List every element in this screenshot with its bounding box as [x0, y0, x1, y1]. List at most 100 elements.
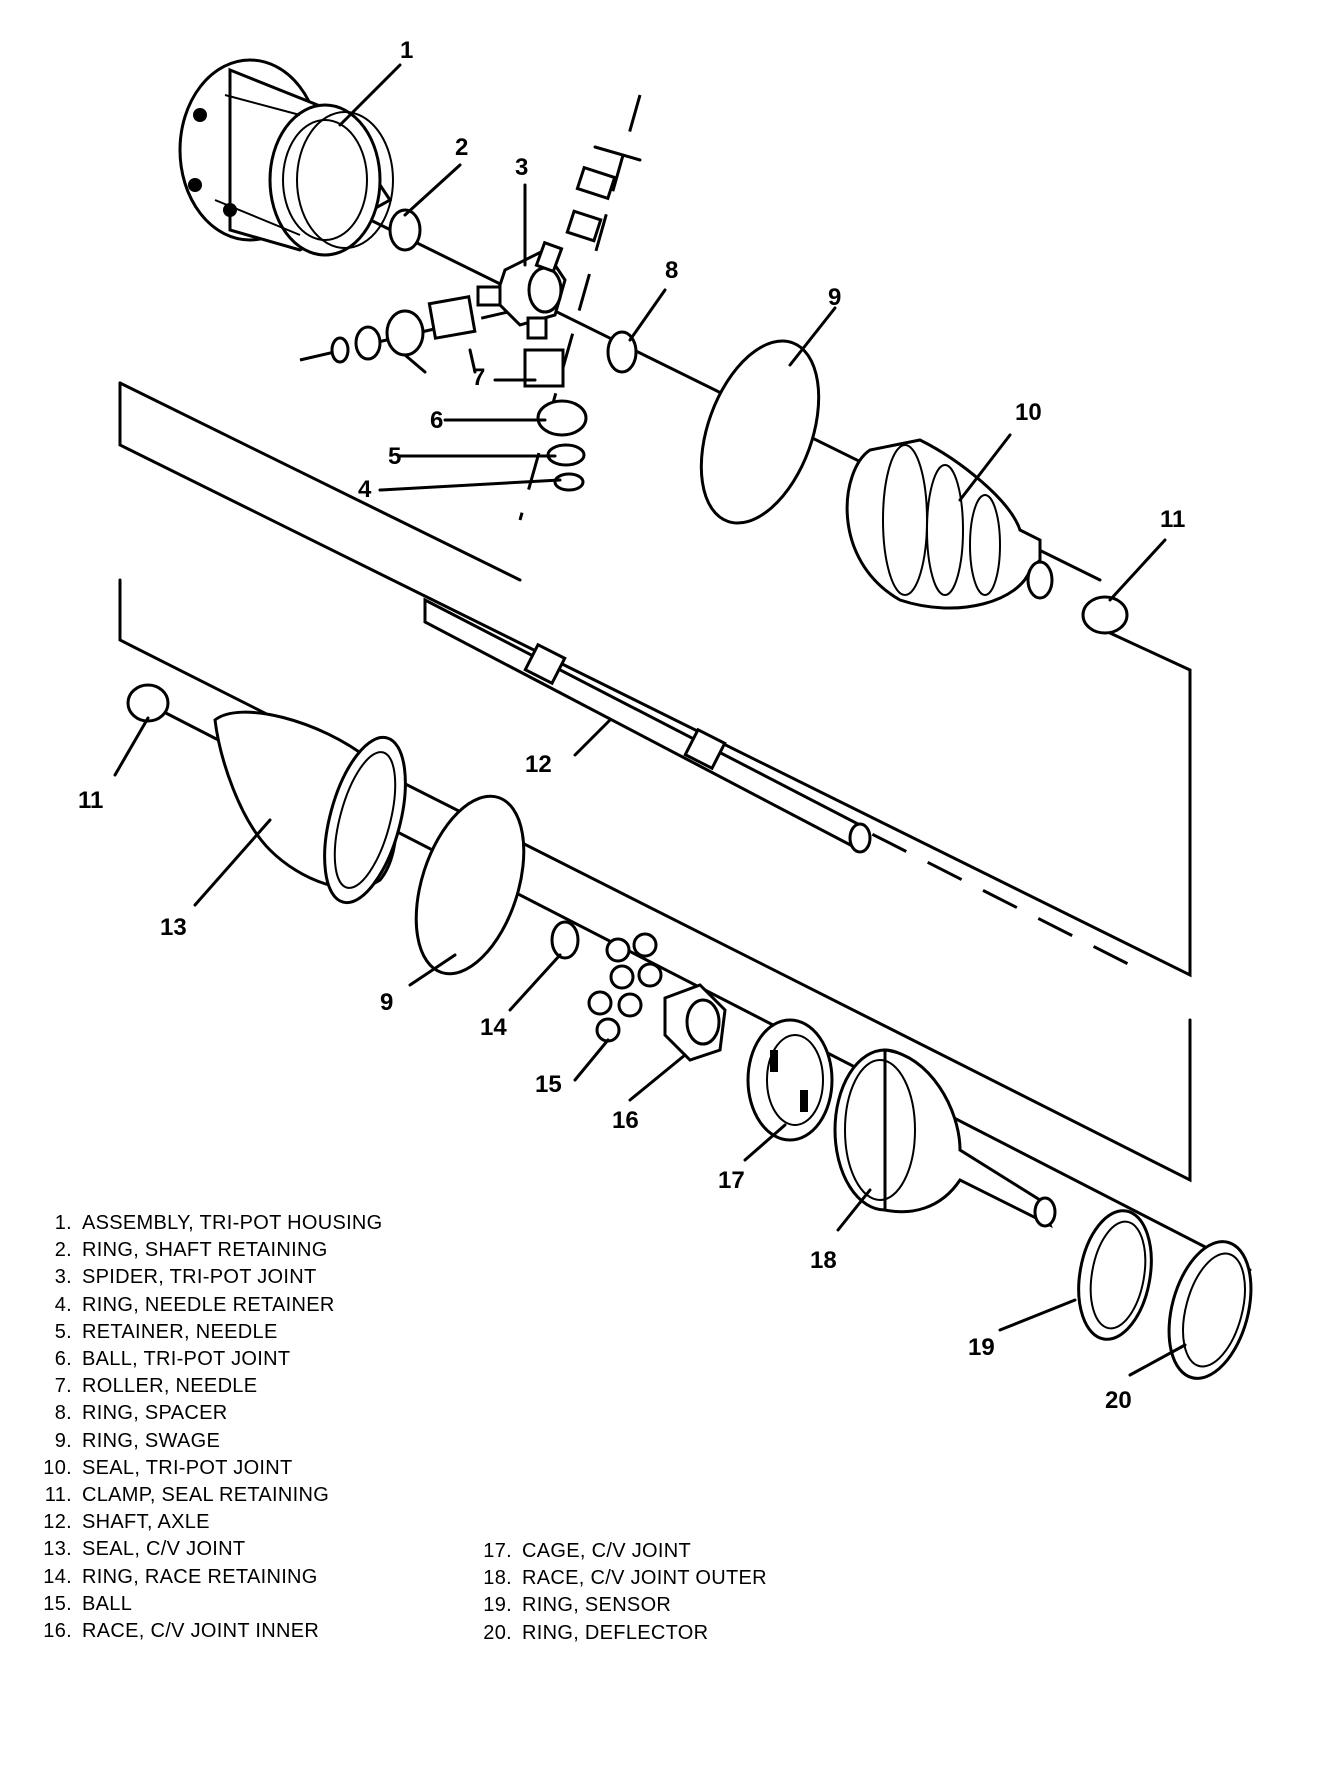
callout-2: 2	[455, 134, 468, 161]
legend-item: 12. SHAFT, AXLE	[36, 1509, 383, 1536]
legend-item-number: 12.	[43, 1511, 72, 1534]
tri-pot-ball-lower	[536, 399, 588, 437]
tri-pot-spider	[476, 240, 567, 340]
needle-retainer-top	[575, 165, 617, 201]
callout-18: 18	[810, 1247, 837, 1274]
callout-3: 3	[515, 154, 528, 181]
legend-item-number: 14.	[43, 1565, 72, 1588]
legend-item-number: 13.	[43, 1538, 72, 1561]
legend-item-label: RING, SPACER	[82, 1402, 228, 1425]
callout-13: 13	[160, 914, 187, 941]
legend-item-label: RETAINER, NEEDLE	[82, 1320, 278, 1343]
cv-inner-race	[663, 983, 727, 1062]
cv-joint-seal	[213, 710, 407, 905]
legend-item: 18. RACE, C/V JOINT OUTER	[476, 1565, 767, 1592]
legend-item-number: 16.	[43, 1620, 72, 1643]
callout-11-upper: 11	[1160, 506, 1185, 533]
tri-pot-seal	[845, 438, 1054, 610]
legend-item: 1. ASSEMBLY, TRI-POT HOUSING	[36, 1210, 383, 1237]
legend-item: 20. RING, DEFLECTOR	[476, 1620, 767, 1647]
legend-item-label: RING, SHAFT RETAINING	[82, 1239, 328, 1262]
legend-item-label: RACE, C/V JOINT INNER	[82, 1620, 320, 1643]
swage-ring-upper	[699, 339, 821, 525]
callout-4: 4	[358, 476, 372, 503]
legend-item-number: 20.	[483, 1621, 512, 1644]
callout-9-upper: 9	[828, 284, 841, 311]
legend-item-label: RACE, C/V JOINT OUTER	[522, 1567, 767, 1590]
legend-item-label: SEAL, TRI-POT JOINT	[82, 1456, 293, 1479]
legend-item: 2.RING, SHAFT RETAINING	[36, 1237, 383, 1264]
legend-item-label: RING, SENSOR	[522, 1594, 672, 1617]
legend-item-number: 17.	[483, 1540, 512, 1562]
cv-outer-race	[833, 1048, 1057, 1229]
swage-ring-lower	[414, 794, 526, 976]
callout-14: 14	[480, 1014, 507, 1041]
tri-pot-ball-left	[385, 309, 425, 357]
sensor-ring	[1077, 1209, 1153, 1341]
legend-item-label: RING, DEFLECTOR	[522, 1621, 709, 1644]
legend-item-number: 3.	[54, 1266, 72, 1289]
legend-item-label: RING, SWAGE	[82, 1429, 221, 1452]
callout-10: 10	[1015, 399, 1042, 426]
seal-clamp-lower	[126, 683, 170, 723]
callout-9-lower: 9	[380, 989, 393, 1016]
callout-15: 15	[535, 1071, 562, 1098]
callout-12: 12	[525, 751, 552, 778]
upper-panel-outline	[118, 381, 1192, 978]
lower-panel-outline	[118, 578, 1192, 1183]
legend-item: 10.SEAL, TRI-POT JOINT	[36, 1455, 383, 1482]
upper-panel-top	[118, 381, 522, 582]
legend-item-number: 19.	[483, 1594, 512, 1617]
legend-item-label: SPIDER, TRI-POT JOINT	[82, 1266, 317, 1289]
legend-item: 7. ROLLER, NEEDLE	[36, 1373, 383, 1400]
legend-item: 5. RETAINER, NEEDLE	[36, 1319, 383, 1346]
callout-6: 6	[430, 407, 443, 434]
legend-item: 9. RING, SWAGE	[36, 1428, 383, 1455]
callout-20: 20	[1105, 1387, 1132, 1414]
race-retaining-ring	[550, 920, 580, 960]
deflector-ring	[1167, 1240, 1253, 1380]
legend-item-number: 7.	[54, 1375, 72, 1398]
callout-16: 16	[612, 1107, 639, 1134]
legend-item-label: RING, RACE RETAINING	[82, 1565, 318, 1588]
needle-roller-lower	[523, 348, 565, 388]
legend-item-number: 4.	[54, 1293, 72, 1316]
legend-item: 15. BALL	[36, 1591, 383, 1618]
callout-7: 7	[472, 364, 485, 391]
legend-item-number: 1.	[54, 1212, 72, 1234]
legend-item-label: SHAFT, AXLE	[82, 1511, 210, 1534]
callout-5: 5	[388, 443, 401, 470]
balls	[587, 932, 663, 1043]
legend-item: 8. RING, SPACER	[36, 1400, 383, 1427]
legend-item-number: 15.	[43, 1592, 72, 1615]
legend-item-number: 18.	[483, 1567, 512, 1590]
needle-ring-lower	[553, 472, 585, 492]
legend-item-label: RING, NEEDLE RETAINER	[82, 1293, 335, 1316]
legend-item-label: BALL, TRI-POT JOINT	[82, 1348, 291, 1371]
tri-pot-housing	[178, 58, 394, 257]
legend-item: 6.BALL, TRI-POT JOINT	[36, 1346, 383, 1373]
callout-17: 17	[718, 1167, 745, 1194]
legend-item: 17.CAGE, C/V JOINT	[476, 1538, 767, 1565]
callout-1: 1	[400, 37, 413, 64]
legend-item-label: CLAMP, SEAL RETAINING	[82, 1484, 330, 1507]
callout-numbers: 1 2 3 4 5 6 7 8 9 10 11 11 12 13 9 14 15…	[78, 37, 1185, 1414]
legend-item: 13. SEAL, C/V JOINT	[36, 1536, 383, 1563]
legend-item: 19. RING, SENSOR	[476, 1592, 767, 1619]
needle-roller-top	[565, 209, 603, 243]
legend-item-label: SEAL, C/V JOINT	[82, 1538, 246, 1561]
legend-item-label: ASSEMBLY, TRI-POT HOUSING	[82, 1212, 383, 1234]
legend-item-label: ROLLER, NEEDLE	[82, 1375, 258, 1398]
legend-item: 16. RACE, C/V JOINT INNER	[36, 1618, 383, 1645]
legend-item-number: 8.	[54, 1402, 72, 1425]
legend-item-number: 9.	[54, 1429, 72, 1452]
legend-item-label: BALL	[82, 1592, 133, 1615]
legend-item: 4. RING, NEEDLE RETAINER	[36, 1292, 383, 1319]
callout-11-lower: 11	[78, 787, 103, 814]
legend-item: 3. SPIDER, TRI-POT JOINT	[36, 1264, 383, 1291]
legend-item-number: 5.	[54, 1320, 72, 1343]
spider-axis-line	[518, 94, 642, 521]
needle-retainer-left	[354, 325, 382, 361]
